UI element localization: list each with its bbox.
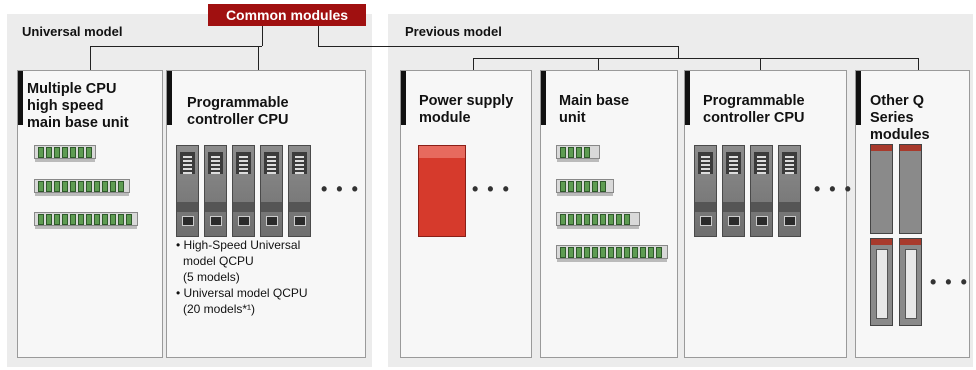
module-image	[870, 144, 893, 234]
module-image	[899, 238, 922, 326]
connector-line	[678, 46, 679, 58]
power-supply-image	[418, 145, 466, 237]
accent-bar	[401, 71, 406, 125]
card-title: Programmable controller CPU	[187, 95, 289, 128]
connector-line	[473, 58, 919, 59]
cpu-module-image	[722, 145, 745, 237]
list-item: • High-Speed Universal	[176, 238, 301, 252]
cpu-model-list: • High-Speed Universal model QCPU (5 mod…	[176, 237, 326, 317]
card-title: Other Q Series modules	[870, 93, 930, 143]
accent-bar	[541, 71, 546, 125]
base-unit-image	[556, 179, 614, 196]
list-item: model QCPU	[183, 254, 254, 268]
connector-line	[262, 26, 263, 46]
base-unit-image	[556, 245, 668, 262]
ellipsis: • • •	[930, 272, 969, 292]
list-item: (20 models*¹)	[183, 302, 256, 316]
cpu-module-image	[176, 145, 199, 237]
card-title: Programmable controller CPU	[703, 93, 805, 126]
list-item: • Universal model QCPU	[176, 286, 308, 300]
base-unit-image	[556, 212, 640, 229]
module-image	[870, 238, 893, 326]
accent-bar	[685, 71, 690, 125]
accent-bar	[18, 71, 23, 125]
card-title: Power supply module	[419, 93, 514, 126]
ellipsis: • • •	[321, 179, 360, 199]
cpu-module-image	[260, 145, 283, 237]
connector-line	[318, 26, 319, 46]
accent-bar	[856, 71, 861, 125]
cpu-module-image	[204, 145, 227, 237]
connector-line	[760, 58, 761, 70]
connector-line	[918, 58, 919, 70]
ellipsis: • • •	[814, 179, 853, 199]
card-title: Main base unit	[559, 93, 630, 126]
module-image	[899, 144, 922, 234]
connector-line	[258, 46, 259, 70]
card-programmable-controller-cpu-universal: Programmable controller CPU	[166, 70, 366, 358]
connector-line	[598, 58, 599, 70]
accent-bar	[167, 71, 172, 125]
common-modules-badge: Common modules	[208, 4, 366, 26]
base-unit-image	[34, 212, 138, 229]
cpu-module-image	[694, 145, 717, 237]
base-unit-image	[34, 145, 96, 162]
cpu-module-image	[232, 145, 255, 237]
cpu-module-image	[288, 145, 311, 237]
base-unit-image	[34, 179, 130, 196]
connector-line	[90, 46, 91, 70]
connector-line	[473, 58, 474, 70]
base-unit-image	[556, 145, 600, 162]
ellipsis: • • •	[472, 179, 511, 199]
previous-panel-title: Previous model	[405, 24, 502, 39]
connector-line	[90, 46, 262, 47]
universal-panel-title: Universal model	[22, 24, 123, 39]
cpu-module-image	[750, 145, 773, 237]
card-title: Multiple CPU high speed main base unit	[27, 81, 129, 131]
connector-line	[318, 46, 678, 47]
list-item: (5 models)	[183, 270, 240, 284]
cpu-module-image	[778, 145, 801, 237]
